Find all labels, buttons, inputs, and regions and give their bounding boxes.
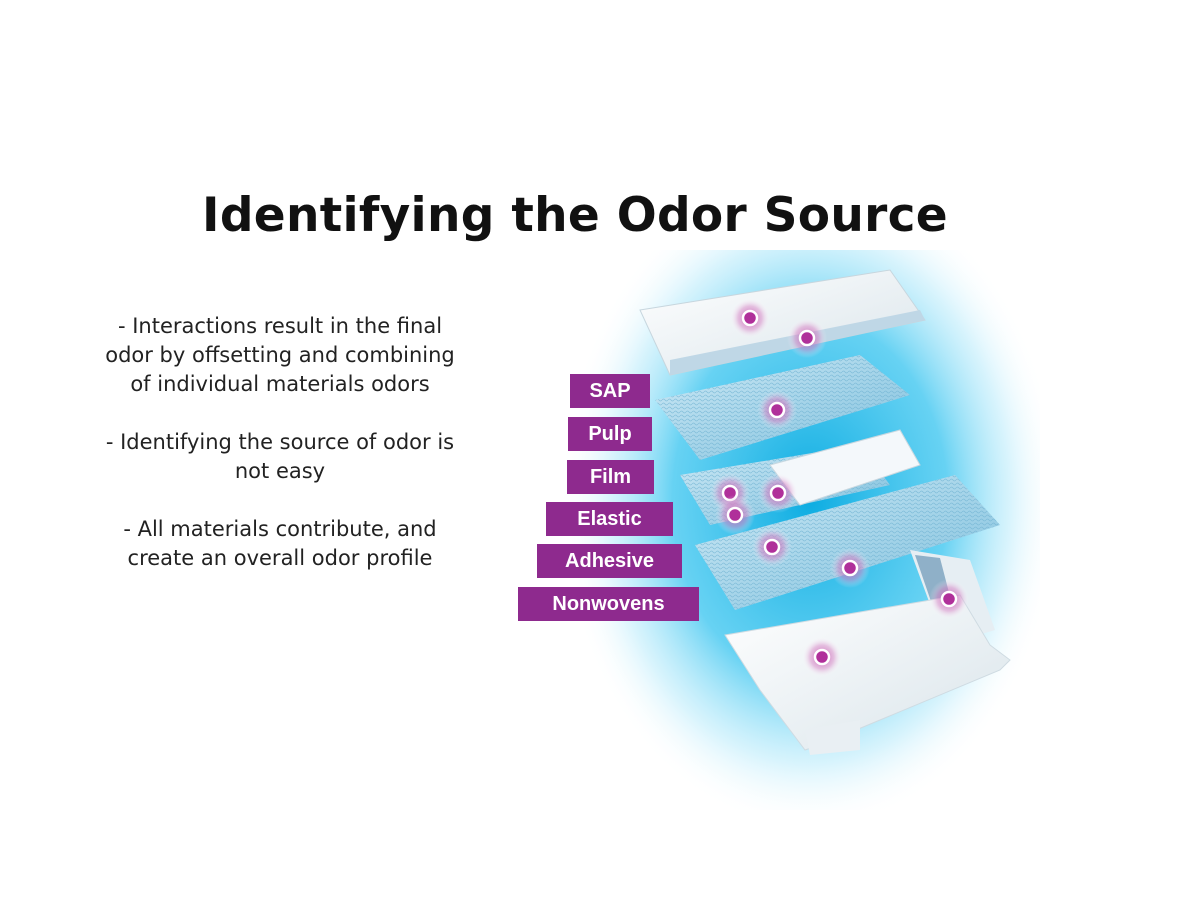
odor-marker [830, 548, 870, 588]
odor-marker [752, 527, 792, 567]
bullet-identifying: - Identifying the source of odor is not … [105, 430, 455, 483]
odor-marker [929, 579, 969, 619]
odor-marker [758, 473, 798, 513]
diaper-layers-illustration [560, 250, 1040, 810]
layer-backsheet [724, 594, 1011, 755]
slide-title: Identifying the Odor Source [202, 188, 948, 243]
odor-marker [730, 298, 770, 338]
odor-marker [802, 637, 842, 677]
odor-marker [715, 495, 755, 535]
odor-marker [757, 390, 797, 430]
odor-marker [787, 318, 827, 358]
bullet-list: - Interactions result in the final odor … [100, 312, 460, 602]
bullet-interactions: - Interactions result in the final odor … [105, 314, 455, 396]
bullet-all-materials: - All materials contribute, and create a… [123, 517, 437, 570]
